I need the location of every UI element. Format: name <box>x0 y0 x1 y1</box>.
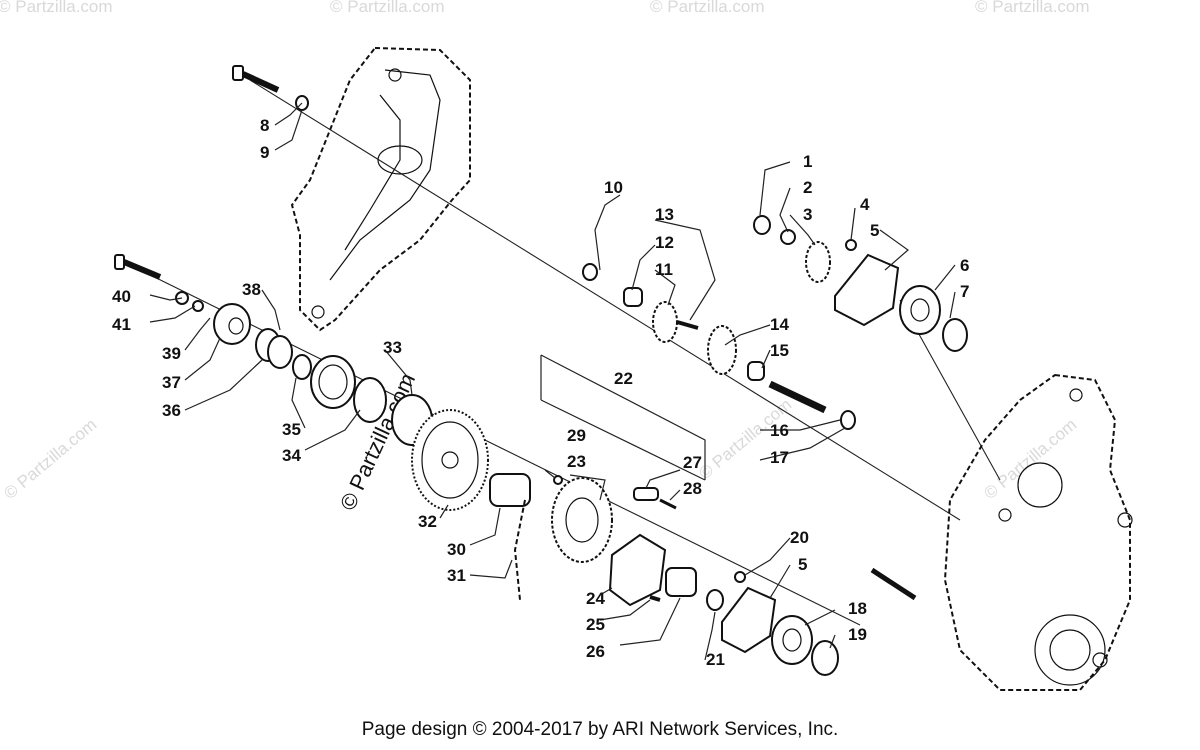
callout-21: 21 <box>706 650 725 669</box>
callout-41: 41 <box>112 315 131 334</box>
callout-31: 31 <box>447 566 466 585</box>
callout-38: 38 <box>242 280 261 299</box>
watermark-faint: © Partzilla.com <box>650 0 765 16</box>
callout-3: 3 <box>803 205 812 224</box>
callout-40: 40 <box>112 287 131 306</box>
callout-15: 15 <box>770 341 789 360</box>
callout-35: 35 <box>282 420 301 439</box>
parts <box>114 65 968 676</box>
callout-17: 17 <box>770 448 789 467</box>
callout-11: 11 <box>655 260 673 279</box>
callout-25: 25 <box>586 615 605 634</box>
callout-5-upper: 5 <box>870 221 879 240</box>
watermark-faint: © Partzilla.com <box>0 415 100 503</box>
callout-5-lower: 5 <box>798 555 807 574</box>
callout-8: 8 <box>260 116 269 135</box>
watermark-faint: © Partzilla.com <box>975 0 1090 16</box>
callout-4: 4 <box>860 195 870 214</box>
watermark-faint: © Partzilla.com <box>0 0 113 16</box>
watermark-faint: © Partzilla.com <box>330 0 445 16</box>
callout-24: 24 <box>586 589 605 608</box>
callout-9: 9 <box>260 143 269 162</box>
callout-16: 16 <box>770 421 789 440</box>
callout-33: 33 <box>383 338 402 357</box>
callout-29: 29 <box>567 426 586 445</box>
callout-6: 6 <box>960 256 969 275</box>
chaincase-cover <box>290 46 471 332</box>
callout-22: 22 <box>614 369 633 388</box>
callout-28: 28 <box>683 479 702 498</box>
callout-39: 39 <box>162 344 181 363</box>
callout-20: 20 <box>790 528 809 547</box>
callout-1: 1 <box>803 152 812 171</box>
callout-18: 18 <box>848 599 867 618</box>
callout-34: 34 <box>282 446 301 465</box>
callout-30: 30 <box>447 540 466 559</box>
callout-23: 23 <box>567 452 586 471</box>
callout-14: 14 <box>770 315 789 334</box>
callout-37: 37 <box>162 373 181 392</box>
callout-10: 10 <box>604 178 623 197</box>
page-footer: Page design © 2004-2017 by ARI Network S… <box>361 719 839 740</box>
callout-19: 19 <box>848 625 867 644</box>
callout-27: 27 <box>683 453 702 472</box>
callout-numbers: 1 2 3 4 5 6 7 8 9 10 11 12 13 14 15 16 1… <box>112 116 969 669</box>
callout-13: 13 <box>655 205 674 224</box>
callout-32: 32 <box>418 512 437 531</box>
callout-7: 7 <box>960 282 969 301</box>
callout-36: 36 <box>162 401 181 420</box>
callout-12: 12 <box>655 233 674 252</box>
callout-2: 2 <box>803 178 812 197</box>
faint-watermarks: © Partzilla.com © Partzilla.com © Partzi… <box>0 0 1090 503</box>
leader-lines <box>149 102 956 661</box>
callout-26: 26 <box>586 642 605 661</box>
gear-housing <box>943 373 1133 691</box>
